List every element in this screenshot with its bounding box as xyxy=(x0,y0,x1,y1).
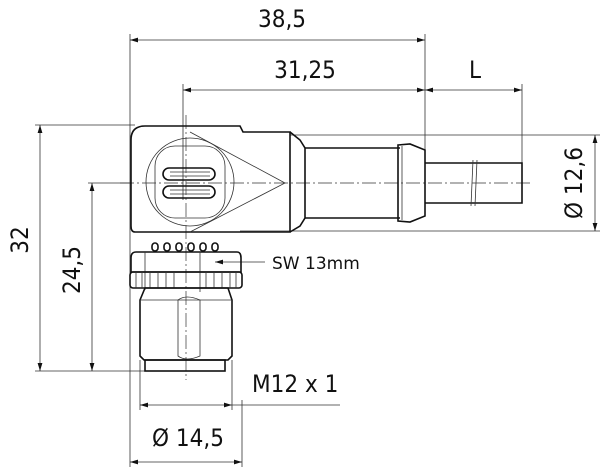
center-lines xyxy=(120,115,530,380)
dim-cable-length: L xyxy=(469,56,481,84)
dim-center-height: 24,5 xyxy=(58,246,86,294)
dim-nut-diameter: Ø 14,5 xyxy=(152,424,224,452)
dim-overall-height: 32 xyxy=(6,226,34,253)
dim-center-to-end: 31,25 xyxy=(274,56,336,84)
dim-cable-diameter: Ø 12,6 xyxy=(560,147,588,219)
dimension-lines xyxy=(37,37,598,465)
dim-overall-length: 38,5 xyxy=(258,5,306,33)
extension-lines xyxy=(35,34,600,467)
connector-body xyxy=(130,125,523,233)
label-wrench-size: SW 13mm xyxy=(272,254,360,274)
label-thread: M12 x 1 xyxy=(252,370,338,398)
coupling-nut xyxy=(129,242,243,372)
